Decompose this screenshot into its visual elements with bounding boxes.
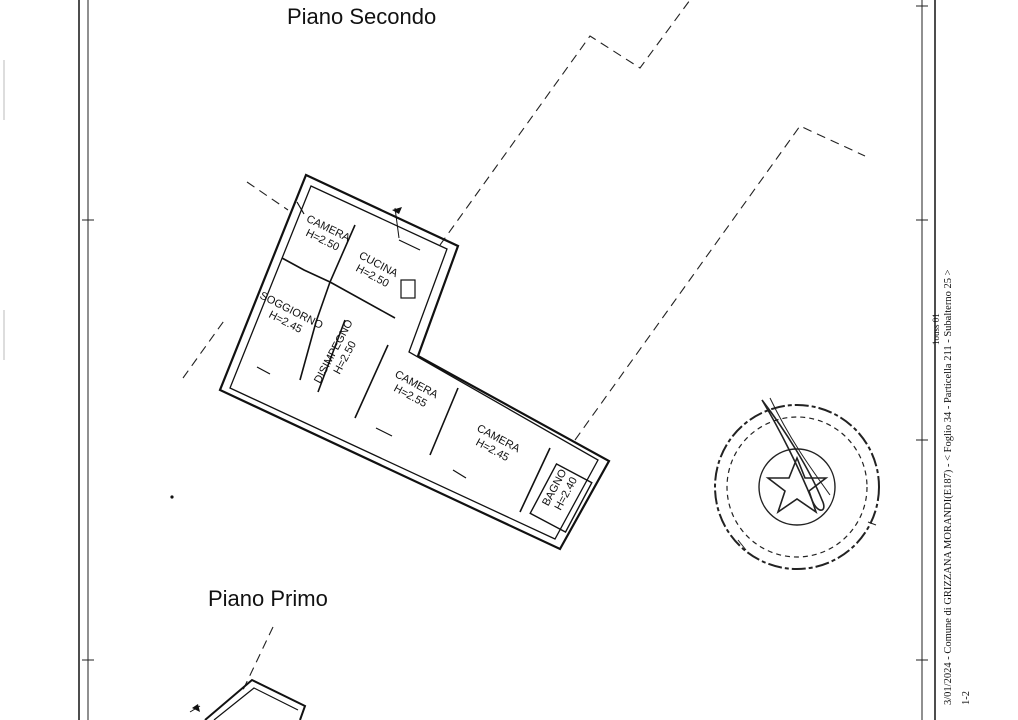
bagno-room	[529, 462, 593, 534]
partition	[354, 344, 389, 419]
second-floor-plan	[218, 173, 611, 551]
official-seal	[714, 397, 880, 570]
cadastral-sheet-id: 1-2	[961, 691, 972, 705]
sheet-frame	[3, 0, 936, 720]
partition	[317, 319, 346, 393]
first-floor-plan	[189, 678, 307, 720]
kitchen-counter	[400, 279, 416, 299]
star-icon	[765, 455, 829, 515]
partition	[519, 447, 551, 513]
outer-wall	[218, 173, 611, 551]
partition	[281, 257, 331, 283]
lower-floor-title: Piano Primo	[208, 586, 328, 611]
inner-wall	[229, 185, 599, 540]
partition	[429, 387, 459, 456]
upper-floor-title: Piano Secondo	[287, 4, 437, 29]
partition	[329, 281, 396, 319]
stamp-code: 1ouss 01	[931, 313, 941, 345]
boundary-dashed-lines	[182, 0, 866, 691]
partition	[299, 224, 356, 381]
cadastral-reference: 3/01/2024 - Comune di GRIZZANA MORANDI(E…	[943, 269, 954, 706]
